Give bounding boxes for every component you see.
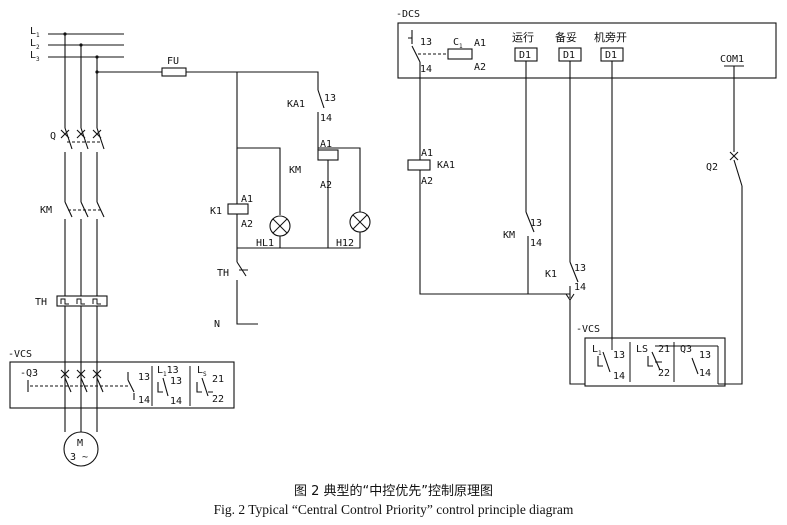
- control-principle-diagram: L1 L2 L3 Q KM TH -VCS -Q3: [8, 9, 777, 467]
- ka1-contact-label: KA1: [287, 99, 305, 110]
- di-local-tag: D1: [605, 50, 617, 61]
- vcs-box-right: -VCS L1 13 14 LS 21 22 Q3 13 14: [576, 324, 726, 387]
- di-run-label: 运行: [512, 31, 534, 44]
- vcs-q3-13: 13: [699, 350, 711, 361]
- k1-coil-a2: A2: [241, 219, 253, 230]
- thermal-relay-label: TH: [35, 297, 47, 308]
- di-standby-tag: D1: [563, 50, 575, 61]
- vcs-ls-22: 22: [658, 368, 670, 379]
- km-aux-13: 13: [530, 218, 542, 229]
- ls-limit-label: LS: [197, 365, 207, 378]
- l1-limit-14: 14: [170, 396, 182, 407]
- dcs-contact-13: 13: [420, 37, 432, 48]
- control-circuit: FU KA1 13 14 K1 A1 A2 HL1 KM A1 A2 H12 T…: [95, 56, 371, 330]
- figure-caption-en: Fig. 2 Typical “Central Control Priority…: [213, 502, 574, 517]
- dcs-field-wiring: KA1 A1 A2 KM 13 14 K1 13 14 Q2: [407, 61, 743, 385]
- ls-limit-22: 22: [212, 394, 224, 405]
- k1-aux-label: K1: [545, 269, 557, 280]
- k1-coil-a1: A1: [241, 194, 253, 205]
- ka1-contact-14: 14: [320, 113, 332, 124]
- dcs-coil-c1: [447, 48, 473, 60]
- neutral-label: N: [214, 319, 220, 330]
- breaker-q-label: Q: [50, 131, 56, 142]
- bus-label-l3: L3: [30, 50, 40, 63]
- q2-label: Q2: [706, 162, 718, 173]
- hl2-label: H12: [336, 238, 354, 249]
- ka1-coil-a2: A2: [421, 176, 433, 187]
- ka1-coil: [407, 159, 431, 171]
- ka1-coil-label: KA1: [437, 160, 455, 171]
- vcs-right-label: -VCS: [576, 324, 600, 335]
- hl1-label: HL1: [256, 238, 274, 249]
- dcs-box: -DCS 13 14 C1 A1 A2 运行 备妥 机旁开 D1 D1 D1 C…: [396, 9, 777, 79]
- q3-aux-13: 13: [138, 372, 150, 383]
- di-run-tag: D1: [519, 50, 531, 61]
- com1-label: COM1: [720, 54, 744, 65]
- ka1-coil-a1: A1: [421, 148, 433, 159]
- fuse-fu: [161, 67, 187, 77]
- q3-aux-14: 14: [138, 395, 150, 406]
- bus-label-l1: L1: [30, 26, 40, 39]
- vcs-q3-14: 14: [699, 368, 711, 379]
- di-standby-label: 备妥: [555, 30, 577, 44]
- k1-coil-label: K1: [210, 206, 222, 217]
- contactor-km-label: KM: [40, 205, 52, 216]
- dcs-label: -DCS: [396, 9, 420, 20]
- k1-aux-14: 14: [574, 282, 586, 293]
- c1-label: C1: [453, 37, 463, 50]
- motor-label: M: [77, 438, 83, 449]
- c1-a2: A2: [474, 62, 486, 73]
- ls-limit-21: 21: [212, 374, 224, 385]
- th-contact-label: TH: [217, 268, 229, 279]
- dcs-contact-14: 14: [420, 64, 432, 75]
- three-phase-bus: L1 L2 L3: [30, 26, 124, 63]
- contactor-km-coil: [317, 149, 339, 161]
- ka1-contact-13: 13: [324, 93, 336, 104]
- l1-limit-13: 13: [170, 376, 182, 387]
- c1-a1: A1: [474, 38, 486, 49]
- k1-aux-13: 13: [574, 263, 586, 274]
- motor-phase-label: 3 ~: [70, 452, 88, 463]
- di-local-label: 机旁开: [594, 30, 627, 44]
- vcs-l1-13: 13: [613, 350, 625, 361]
- vcs-l1-label: L1: [592, 344, 602, 357]
- vcs-ls-21: 21: [658, 344, 670, 355]
- motor: M 3 ~: [63, 431, 99, 467]
- bus-label-l2: L2: [30, 38, 40, 51]
- phase-conductors: [60, 34, 105, 296]
- thermal-relay-th: TH: [35, 295, 108, 308]
- relay-k1-coil: [227, 203, 249, 215]
- km-coil-a2: A2: [320, 180, 332, 191]
- vcs-q3-label: Q3: [680, 344, 692, 355]
- km-coil-label: KM: [289, 165, 301, 176]
- vcs-ls-label: LS: [636, 344, 648, 355]
- fuse-label: FU: [167, 56, 179, 67]
- vcs-box-left: -VCS -Q3 13 14 L113 13 14 LS 21 22: [8, 349, 235, 409]
- km-aux-14: 14: [530, 238, 542, 249]
- figure-caption-zh: 图 2 典型的“中控优先”控制原理图: [293, 484, 493, 499]
- q3-label: -Q3: [20, 368, 38, 379]
- km-aux-label: KM: [503, 230, 515, 241]
- km-coil-a1: A1: [320, 139, 332, 150]
- vcs-l1-14: 14: [613, 371, 625, 382]
- l1-limit-label: L113: [157, 365, 179, 378]
- vcs-left-label: -VCS: [8, 349, 32, 360]
